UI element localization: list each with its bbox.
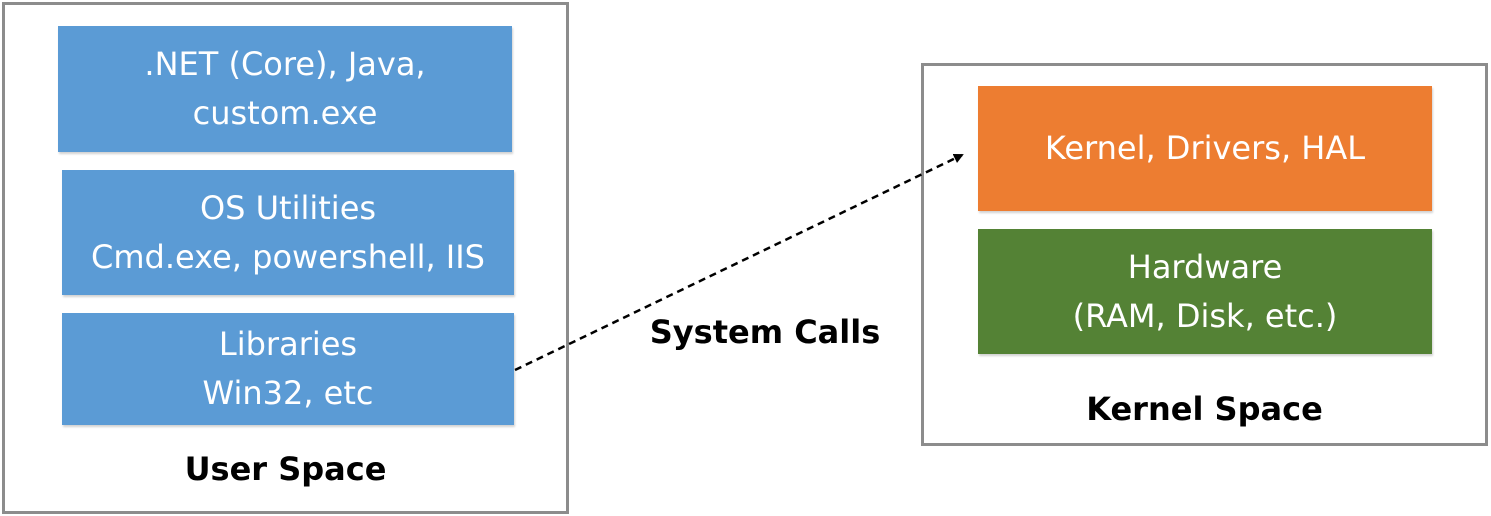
kernel-space-label: Kernel Space xyxy=(1086,390,1323,428)
libraries-line-2: Win32, etc xyxy=(202,374,374,412)
kernel-drivers-block: Kernel, Drivers, HAL xyxy=(978,86,1432,211)
os-utilities-block: OS Utilities Cmd.exe, powershell, IIS xyxy=(62,170,514,295)
frameworks-block: .NET (Core), Java, custom.exe xyxy=(58,26,512,152)
kernel-drivers-line-1: Kernel, Drivers, HAL xyxy=(1044,129,1366,167)
hardware-line-1: Hardware xyxy=(1127,247,1283,286)
frameworks-line-1: .NET (Core), Java, xyxy=(144,45,426,83)
hardware-line-2: (RAM, Disk, etc.) xyxy=(1072,296,1338,335)
frameworks-line-2: custom.exe xyxy=(192,94,378,132)
system-calls-arrow-line xyxy=(514,153,964,372)
hardware-block: Hardware (RAM, Disk, etc.) xyxy=(978,229,1432,354)
user-space-label: User Space xyxy=(184,450,387,488)
os-utilities-line-1: OS Utilities xyxy=(199,188,377,227)
os-utilities-line-2: Cmd.exe, powershell, IIS xyxy=(91,237,485,276)
libraries-line-1: Libraries xyxy=(218,325,358,363)
system-calls-label: System Calls xyxy=(649,313,881,351)
libraries-block: Libraries Win32, etc xyxy=(62,313,514,425)
